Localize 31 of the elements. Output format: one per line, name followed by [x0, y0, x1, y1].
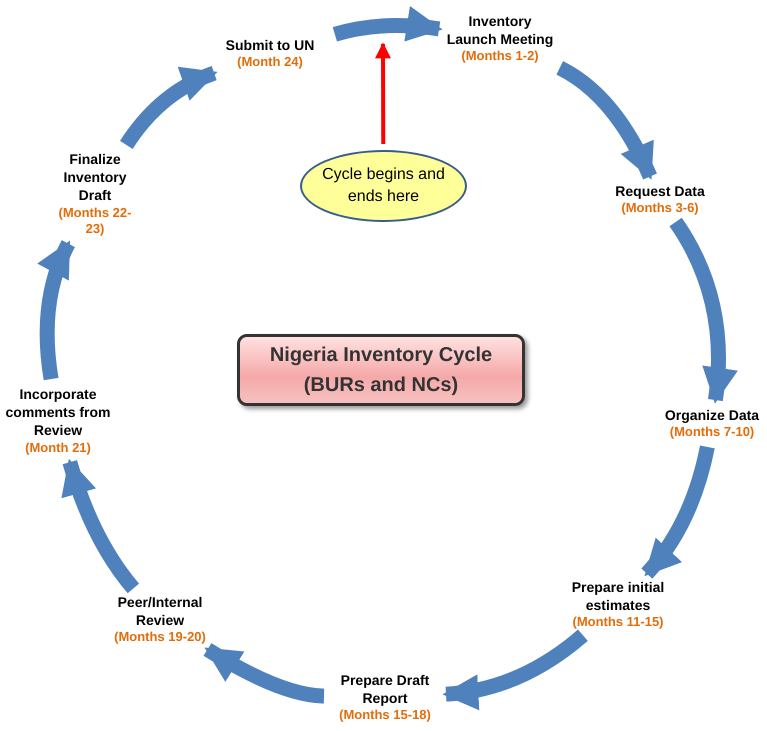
stage-label: Request Data [614, 182, 706, 200]
cycle-arrow [38, 240, 76, 380]
note-text: Cycle begins and ends here [321, 165, 446, 207]
duration-label: (Month 24) [236, 54, 304, 72]
stage-label: Inventory Launch Meeting [446, 12, 554, 48]
stage-label: Peer/Internal Review [116, 593, 204, 630]
stage-label: Organize Data [664, 406, 760, 424]
cycle-arrow [442, 629, 588, 710]
duration-label: (Months 3-6) [620, 200, 700, 218]
stage-label: Incorporate comments from Review [4, 385, 112, 440]
duration-label: (Months 19-20) [113, 629, 207, 646]
box-label: Nigeria Inventory Cycle (BURs and NCs) [268, 343, 494, 398]
cycle-arrow [641, 445, 715, 579]
cycle-arrow [204, 643, 324, 704]
cycle-arrow [556, 61, 657, 180]
stage-label: Prepare Draft Report [340, 671, 430, 708]
duration-label: (Months 15-18) [338, 707, 432, 724]
duration-label: (Months 1-2) [460, 48, 540, 66]
duration-label: (Month 21) [24, 440, 92, 456]
pointer-arrow [375, 42, 391, 144]
cycle-arrow [669, 218, 738, 404]
title-box [237, 334, 525, 406]
duration-label: (Months 22-23) [58, 204, 132, 238]
stage-label: Finalize Inventory Draft [62, 150, 128, 205]
cycle-arrow [332, 6, 443, 42]
cycle-arrow [62, 458, 140, 594]
cycle-arrow [120, 66, 218, 150]
duration-label: (Months 7-10) [668, 424, 756, 442]
duration-label: (Months 11-15) [571, 614, 664, 632]
stage-label: Submit to UN [224, 36, 316, 54]
stage-label: Prepare initial estimates [570, 578, 666, 614]
